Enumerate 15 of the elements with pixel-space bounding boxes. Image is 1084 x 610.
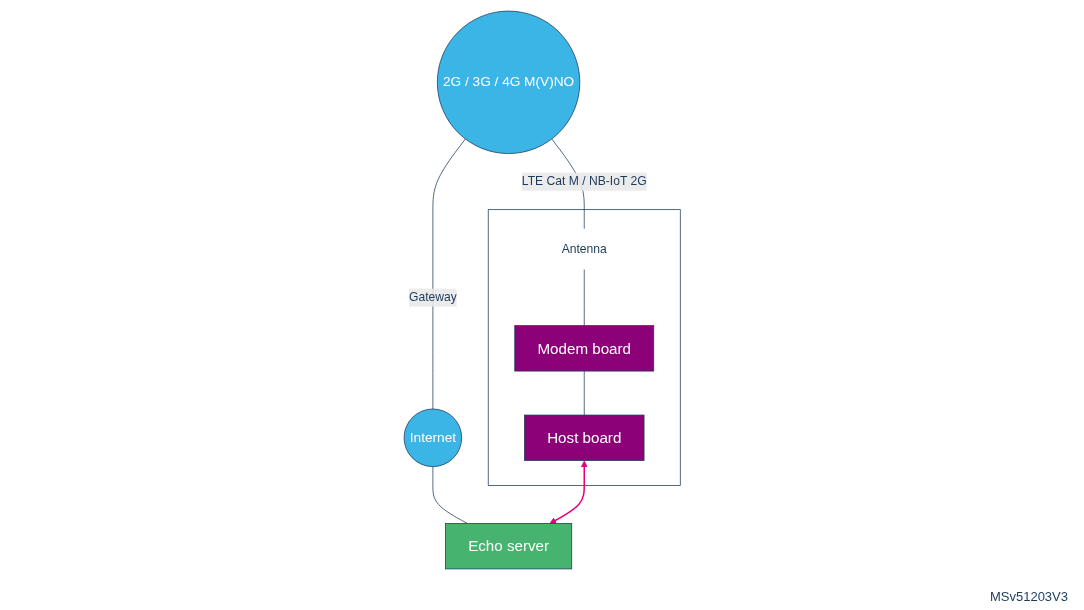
connector <box>432 466 468 524</box>
cluster <box>487 209 681 486</box>
node-circle: 2G / 3G / 4G M(V)NO <box>436 10 581 154</box>
connector <box>432 138 466 410</box>
node-box: Host board <box>523 414 645 461</box>
node-box: Modem board <box>514 325 654 372</box>
node-box: Echo server <box>444 523 572 570</box>
node-circle: Internet <box>403 408 462 467</box>
arrow <box>549 460 588 524</box>
edge-label: Gateway <box>408 290 457 304</box>
connector <box>583 370 585 416</box>
edge-label: LTE Cat M / NB-IoT 2G <box>521 174 647 188</box>
node-text: Antenna <box>561 242 607 256</box>
connector <box>583 269 585 326</box>
document-code: MSv51203V3 <box>989 589 1068 604</box>
